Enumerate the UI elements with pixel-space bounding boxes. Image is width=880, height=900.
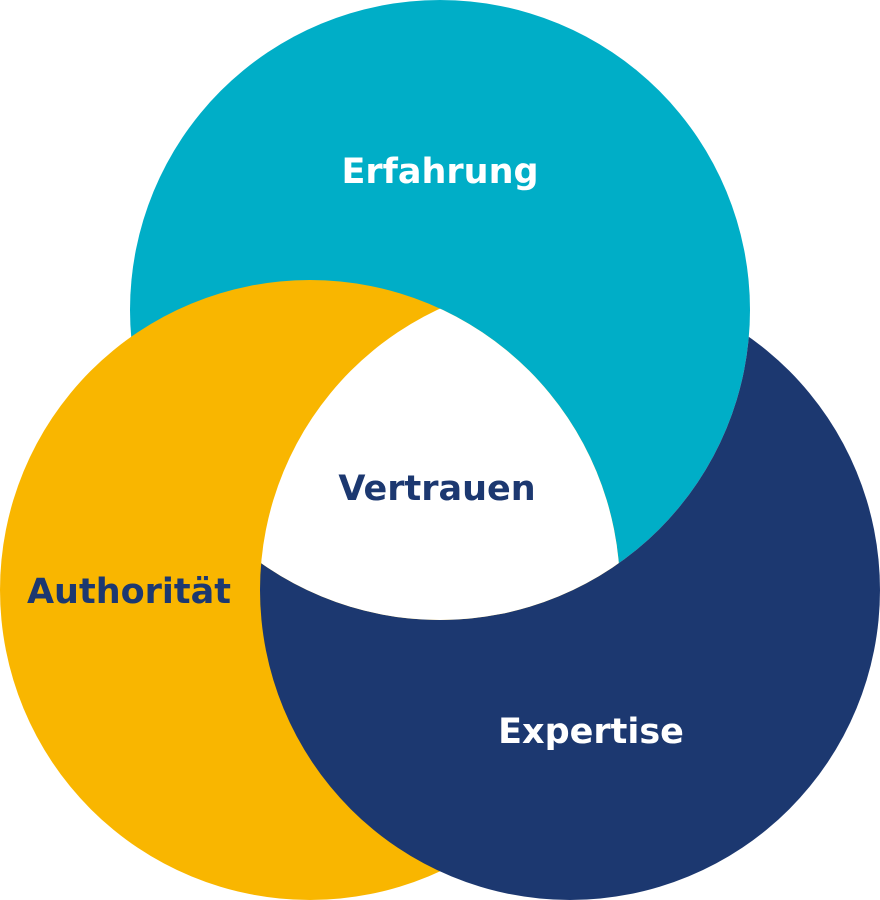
label-authoritaet: Authorität [27,572,231,612]
center-intersection [260,280,620,620]
label-erfahrung: Erfahrung [341,152,538,192]
label-expertise: Expertise [498,712,684,752]
label-vertrauen: Vertrauen [338,469,535,509]
